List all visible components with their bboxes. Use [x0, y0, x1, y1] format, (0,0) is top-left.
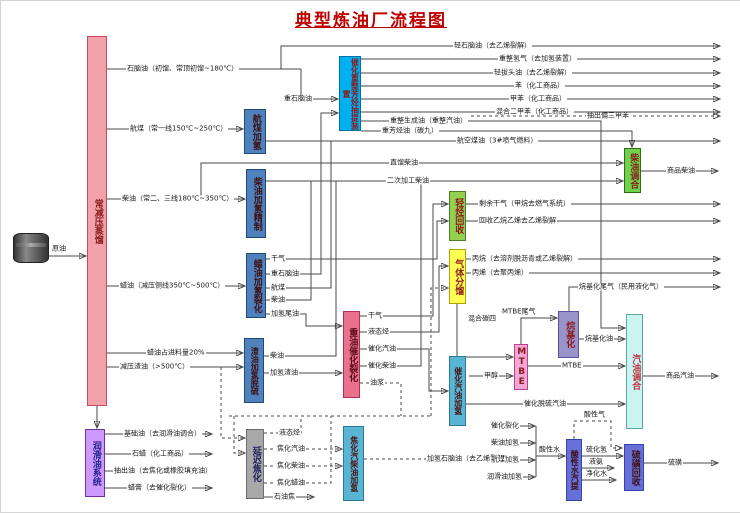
- label-crude: 原油: [51, 244, 67, 253]
- label-toluene: 甲苯（化工商品）: [509, 94, 567, 103]
- label-extract-oil: 抽出油（去焦化或橡胶填充油）: [113, 466, 213, 475]
- label-jet-in: 航煤（常一线150℃~250℃）: [129, 124, 229, 133]
- node-resid-hydro: 渣油加氢脱硫: [244, 338, 264, 403]
- label-hydro-naphtha: 加氢石脑油（去乙烯裂解）: [426, 454, 512, 463]
- node-lube-system: 润滑油系统: [85, 429, 105, 497]
- label-sw-jet: 航煤加氢: [490, 455, 520, 464]
- label-sec-diesel: 二次加工柴油: [386, 176, 430, 185]
- label-wax-paste: 蜡膏（去催化裂化）: [127, 483, 192, 492]
- node-sour-water-stripper: 酸性水汽提: [566, 439, 582, 501]
- label-benzene: 苯（化工商品）: [514, 81, 565, 90]
- label-recovered-c2: 回收乙烷乙烯去乙烯裂解: [478, 216, 557, 225]
- label-mixed-c4: 混合碳四: [467, 314, 497, 323]
- label-mtbe-product: MTBE: [561, 361, 583, 370]
- node-reforming: 催化重整芳烃抽提装置: [339, 56, 361, 131]
- node-sulfur-recovery: 硫磺回收: [624, 444, 644, 491]
- label-alky-oil: 烷基化油: [584, 334, 614, 343]
- label-fcc-diesel: 催化柴油: [367, 361, 397, 370]
- label-base-oil: 基础油（去润滑油调合）: [123, 429, 202, 438]
- label-sulfur: 硫磺: [667, 458, 683, 467]
- label-waxoil-in: 蜡油（减压侧线350℃~500℃）: [119, 281, 226, 290]
- label-comm-gasoline: 商品汽油: [665, 371, 695, 380]
- label-reformate: 重整生成油（重整汽油）: [389, 116, 468, 125]
- label-light-tops: 轻拔头油（去乙烯裂解）: [493, 68, 572, 77]
- label-coker-waxoil: 焦化蜡油: [276, 478, 306, 487]
- node-gasoline-blending: 汽油调合: [626, 314, 643, 429]
- label-reformer-h2: 重整氢气（去加氢装置）: [498, 54, 577, 63]
- label-fcc-gasoline: 催化汽油: [367, 344, 397, 353]
- label-mixed-xylene: 混合二甲苯（化工商品）: [495, 107, 574, 116]
- label-rh-diesel: 柴油: [269, 351, 285, 360]
- crude-oil-drum-icon: [13, 233, 49, 263]
- label-sw-fcc: 催化裂化: [490, 421, 520, 430]
- label-propylene: 丙烯（去聚丙烯）: [471, 268, 529, 277]
- label-sw-diesel: 柴油加氢: [490, 438, 520, 447]
- label-coker-diesel: 焦化柴油: [276, 461, 306, 470]
- node-light-recovery: 轻烃回收: [449, 191, 466, 241]
- label-rh-resid: 加氢渣油: [269, 368, 299, 377]
- label-pure-water: 净化水: [585, 469, 608, 478]
- node-alkylation: 烷基化: [558, 311, 579, 358]
- label-naphtha: 石脑油（初馏、常顶初馏~180℃）: [126, 64, 240, 73]
- label-hc-drygas: 干气: [270, 254, 286, 263]
- node-delayed-coking: 延迟焦化: [246, 429, 264, 499]
- label-diesel-in: 柴油（常二、三线180℃~350℃）: [121, 194, 235, 203]
- label-ammonia: 液氨: [588, 457, 604, 466]
- page-title: 典型炼油厂流程图: [295, 11, 447, 31]
- label-sour-gas: 酸性气: [583, 410, 606, 419]
- node-diesel-hydro: 柴油加氢精制: [246, 169, 266, 238]
- label-sour-water: 酸性水: [538, 445, 561, 454]
- label-coker-lpg: 液态烃: [278, 428, 301, 437]
- label-fcc-slurry: 油浆: [369, 378, 385, 387]
- label-mtbe-offgas: MTBE尾气: [501, 307, 537, 316]
- label-surplus-drygas: 剩余干气（甲烷去燃气系统）: [478, 199, 571, 208]
- label-heavy-naphtha: 重石脑油: [283, 94, 313, 103]
- label-propane: 丙烷（去溶剂脱沥青或乙烯裂解）: [471, 254, 578, 263]
- label-alky-offgas: 烷基化尾气（民用液化气）: [578, 282, 664, 291]
- node-fcc: 重油催化裂化: [343, 311, 360, 398]
- label-paraffin: 石蜡（化工商品）: [131, 449, 189, 458]
- label-straight-diesel: 直馏柴油: [389, 158, 419, 167]
- label-coker-gasoline: 焦化汽油: [276, 444, 306, 453]
- node-gas-fractionation: 气体分馏: [449, 249, 466, 304]
- node-cat-gasoline-hydro: 催化汽油加氢: [449, 356, 466, 426]
- label-methanol: 甲醇: [483, 371, 499, 380]
- label-vac-resid: 减压渣油（>500℃）: [119, 362, 191, 371]
- label-heavy-aromatics: 重芳烃油（碳九）: [381, 126, 439, 135]
- label-jet-a: 航空煤油（3#喷气燃料）: [456, 136, 539, 145]
- label-comm-diesel: 商品柴油: [666, 166, 696, 175]
- node-diesel-blending: 柴油调合: [624, 148, 641, 193]
- node-hydrocracker: 蜡油加氢裂化: [246, 253, 266, 318]
- label-waxoil-20: 蜡油占进料量20%: [146, 348, 206, 357]
- node-jet-hydro: 航煤加氢: [244, 109, 266, 154]
- label-pet-coke: 石油焦: [273, 492, 296, 501]
- node-mtbe: MTBE: [514, 344, 528, 390]
- label-h2s: 硫化氢: [585, 445, 608, 454]
- label-pseudocumene: 抽出偏三甲苯: [586, 111, 630, 120]
- node-distillation: 常减压蒸馏: [87, 36, 107, 406]
- label-desulf-gasoline: 催化脱硫汽油: [523, 399, 567, 408]
- label-fcc-drygas: 干气: [367, 311, 383, 320]
- label-hc-tailoil: 加氢尾油: [270, 309, 300, 318]
- label-hc-diesel: 柴油: [270, 295, 286, 304]
- label-hc-jet: 航煤: [270, 283, 286, 292]
- label-sw-lube: 润滑油加氢: [486, 472, 523, 481]
- node-coker-hydro: 焦化汽柴油加氢: [343, 426, 364, 501]
- label-light-naphtha: 轻石脑油（去乙烯裂解）: [453, 41, 532, 50]
- label-fcc-lpg: 液态烃: [367, 327, 390, 336]
- label-hc-heavy-naphtha: 重石脑油: [270, 269, 300, 278]
